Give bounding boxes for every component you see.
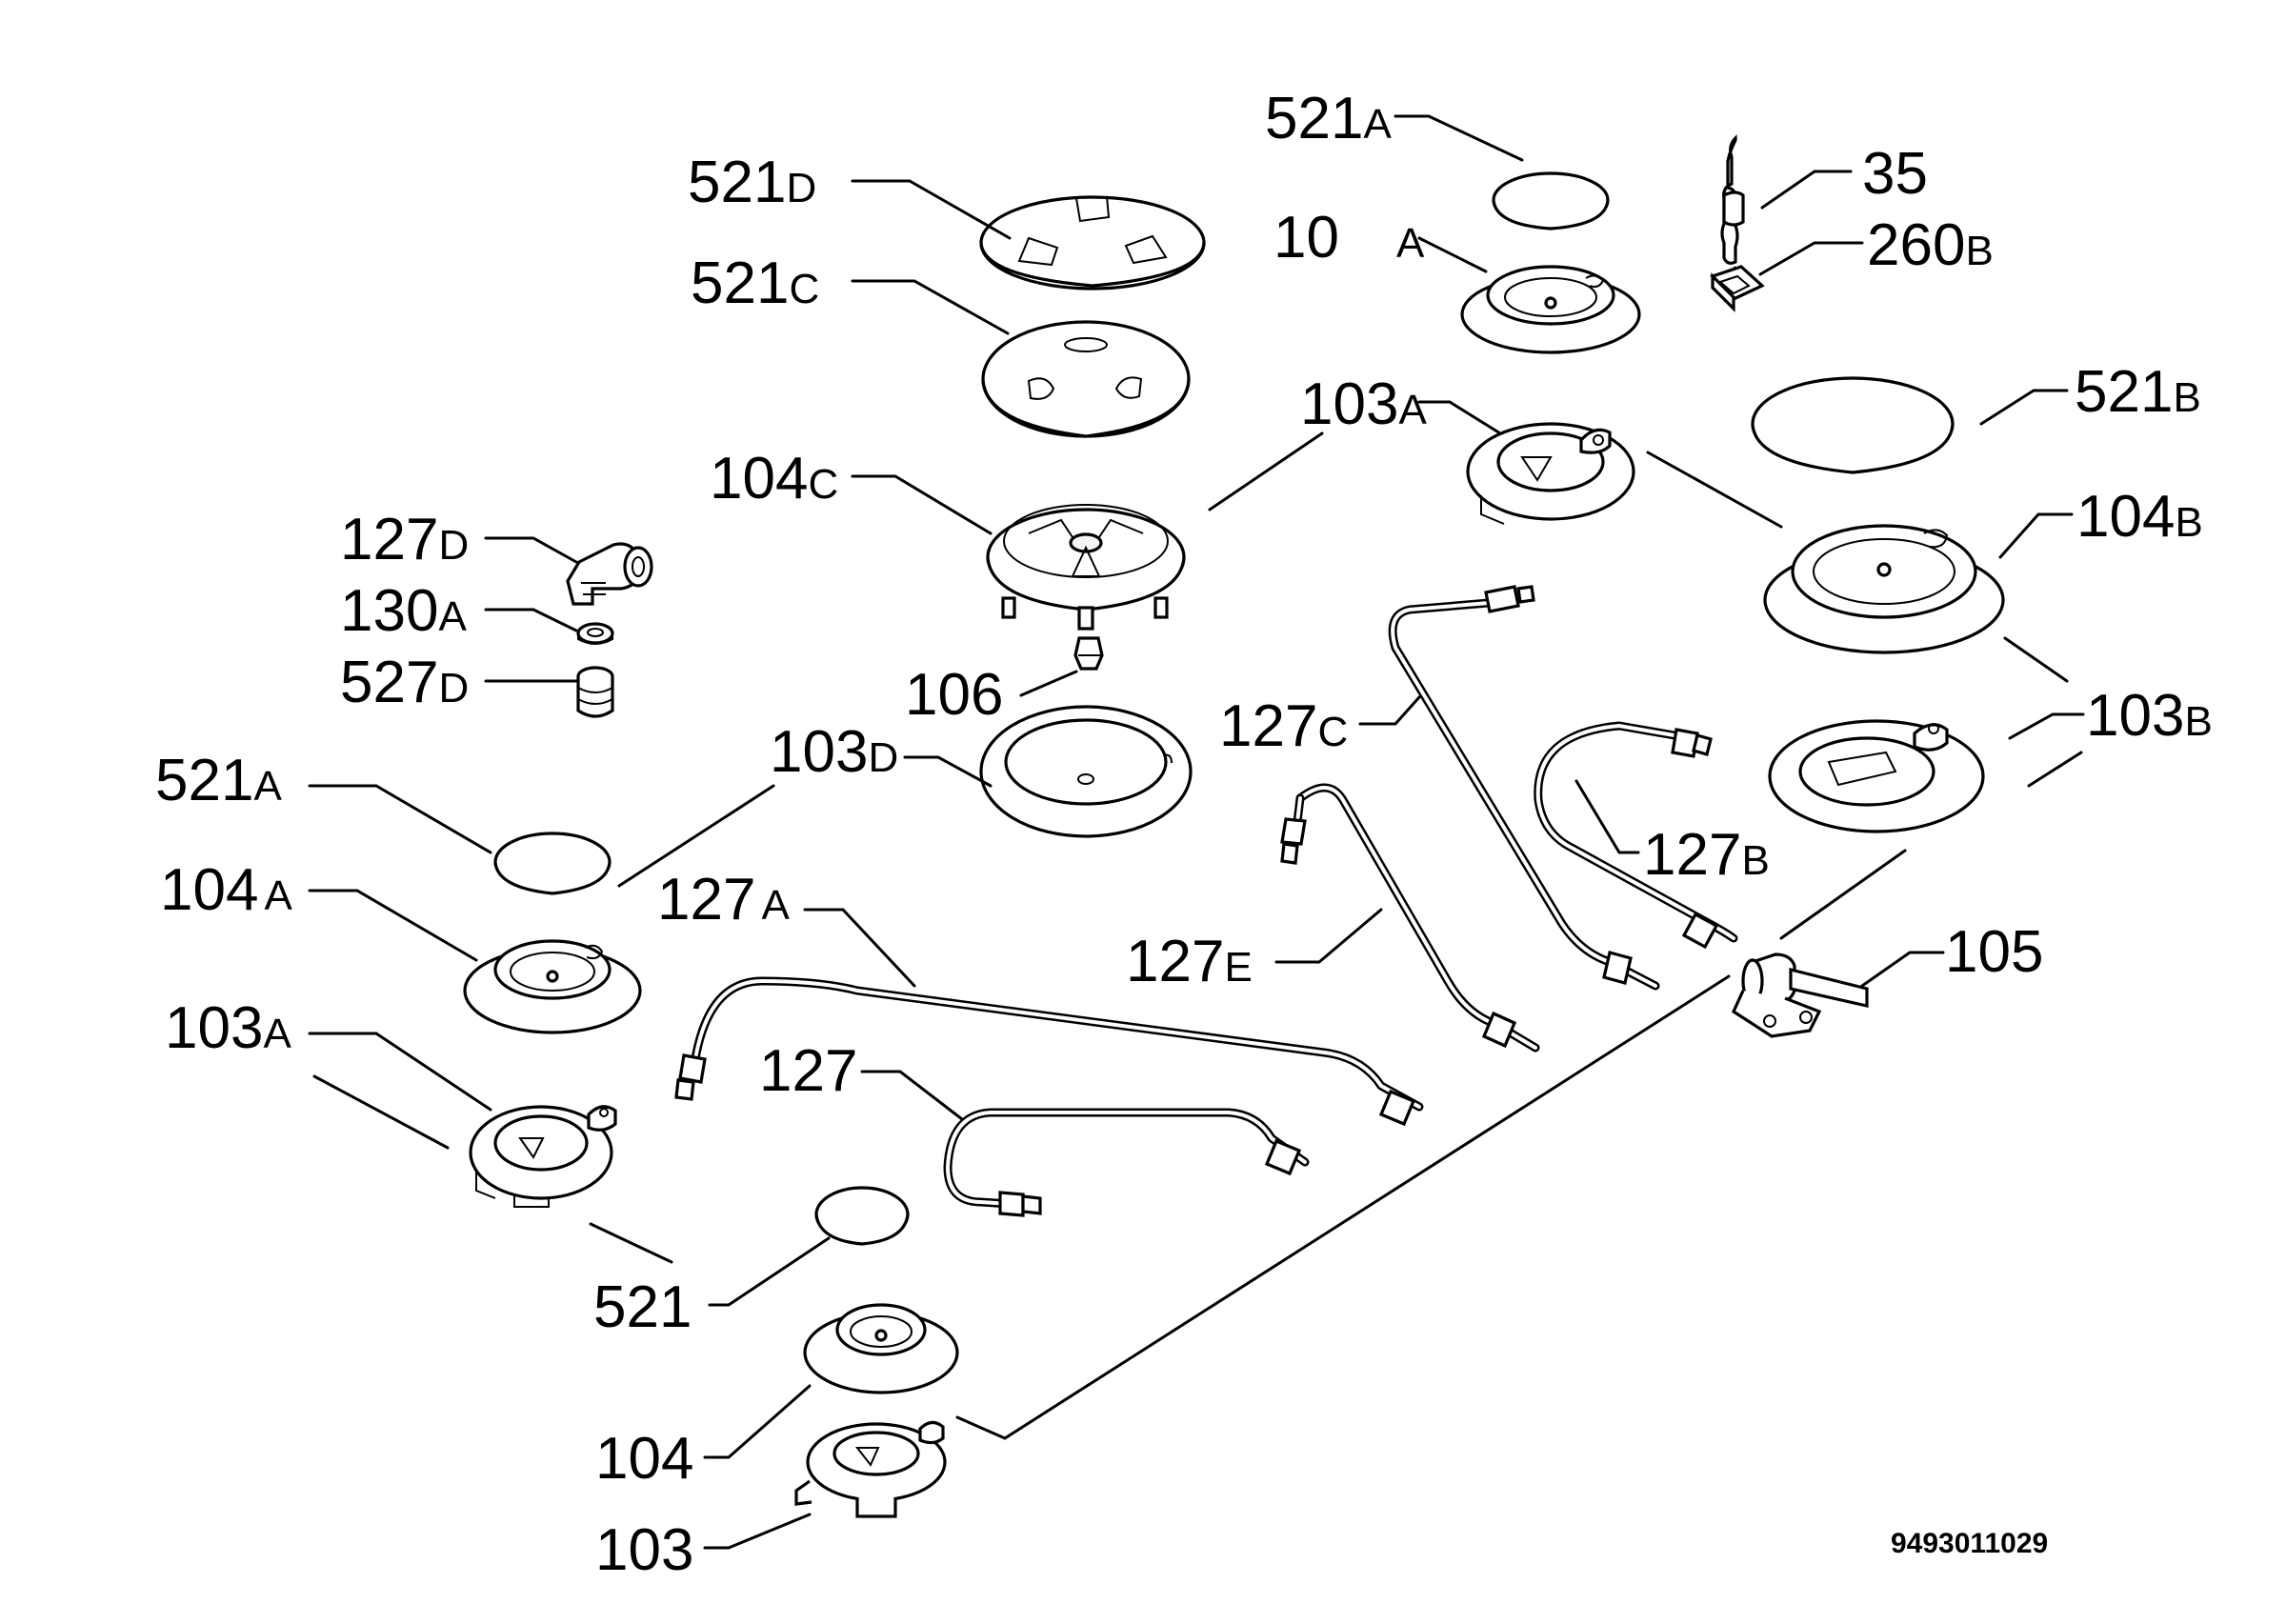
burner-crown-104b bbox=[1763, 524, 2005, 654]
assembly-lines bbox=[312, 431, 2083, 1440]
label-260b: 260B bbox=[1867, 212, 1994, 278]
label-521a-left: 521A bbox=[155, 748, 282, 813]
pan-support-cap-521d bbox=[979, 195, 1206, 291]
label-103: 103 bbox=[595, 1517, 693, 1583]
burner-body-104c bbox=[986, 504, 1186, 631]
gas-valve-105 bbox=[1731, 952, 1869, 1038]
label-521: 521 bbox=[593, 1274, 692, 1340]
label-521c: 521C bbox=[691, 251, 819, 316]
cap-plate-521c bbox=[981, 320, 1191, 438]
washer-130a bbox=[576, 622, 614, 645]
label-103a-left: 103A bbox=[165, 995, 291, 1061]
label-521d: 521D bbox=[688, 150, 816, 215]
drawing-code: 9493011029 bbox=[1891, 1528, 2048, 1559]
label-104b: 104B bbox=[2076, 484, 2203, 550]
label-105: 105 bbox=[1945, 919, 2043, 985]
burner-crown-104 bbox=[803, 1303, 959, 1394]
leader-lines bbox=[308, 114, 2085, 1550]
label-104c: 104C bbox=[710, 446, 838, 511]
burner-base-103a-top bbox=[1466, 422, 1635, 525]
label-521a-top: 521A bbox=[1265, 86, 1392, 151]
fitting-527d bbox=[576, 666, 614, 718]
gas-pipe-127a bbox=[674, 976, 1424, 1127]
label-103d: 103D bbox=[770, 719, 898, 785]
burner-crown-104a bbox=[463, 939, 642, 1034]
injector-106 bbox=[1073, 636, 1104, 671]
elbow-connector-127d bbox=[566, 542, 653, 606]
burner-cap-521 bbox=[814, 1186, 910, 1246]
label-127b: 127B bbox=[1643, 822, 1770, 888]
burner-base-103 bbox=[794, 1420, 947, 1518]
label-127c: 127C bbox=[1219, 693, 1348, 759]
burner-base-103b bbox=[1768, 719, 1985, 833]
label-130a: 130A bbox=[340, 578, 467, 644]
burner-cap-521a-left bbox=[493, 832, 612, 895]
burner-base-103a-left bbox=[469, 1105, 617, 1208]
burner-cap-521a-top bbox=[1492, 171, 1610, 231]
label-527d: 527D bbox=[340, 650, 469, 715]
label-35: 35 bbox=[1862, 141, 1928, 207]
label-103b: 103B bbox=[2086, 683, 2213, 749]
label-127: 127 bbox=[759, 1038, 857, 1104]
label-521b: 521B bbox=[2075, 359, 2201, 425]
electrode-clip-260b bbox=[1710, 265, 1765, 312]
label-127e: 127E bbox=[1126, 929, 1253, 994]
ignition-electrode-35 bbox=[1720, 134, 1745, 283]
gas-pipe-127e bbox=[1280, 783, 1540, 1053]
gas-pipe-127b bbox=[1534, 721, 1738, 950]
pipes bbox=[674, 585, 1738, 1217]
label-104: 104 bbox=[595, 1426, 693, 1492]
burner-cap-521b bbox=[1751, 376, 1955, 474]
gas-pipe-127c bbox=[1388, 585, 1660, 991]
gas-pipe-127 bbox=[943, 1108, 1310, 1217]
label-106: 106 bbox=[905, 662, 1003, 728]
burner-base-103d bbox=[979, 705, 1193, 838]
label-127d: 127D bbox=[340, 507, 469, 572]
label-103a-top: 103A bbox=[1300, 371, 1427, 437]
burner-crown-10a bbox=[1460, 265, 1641, 354]
